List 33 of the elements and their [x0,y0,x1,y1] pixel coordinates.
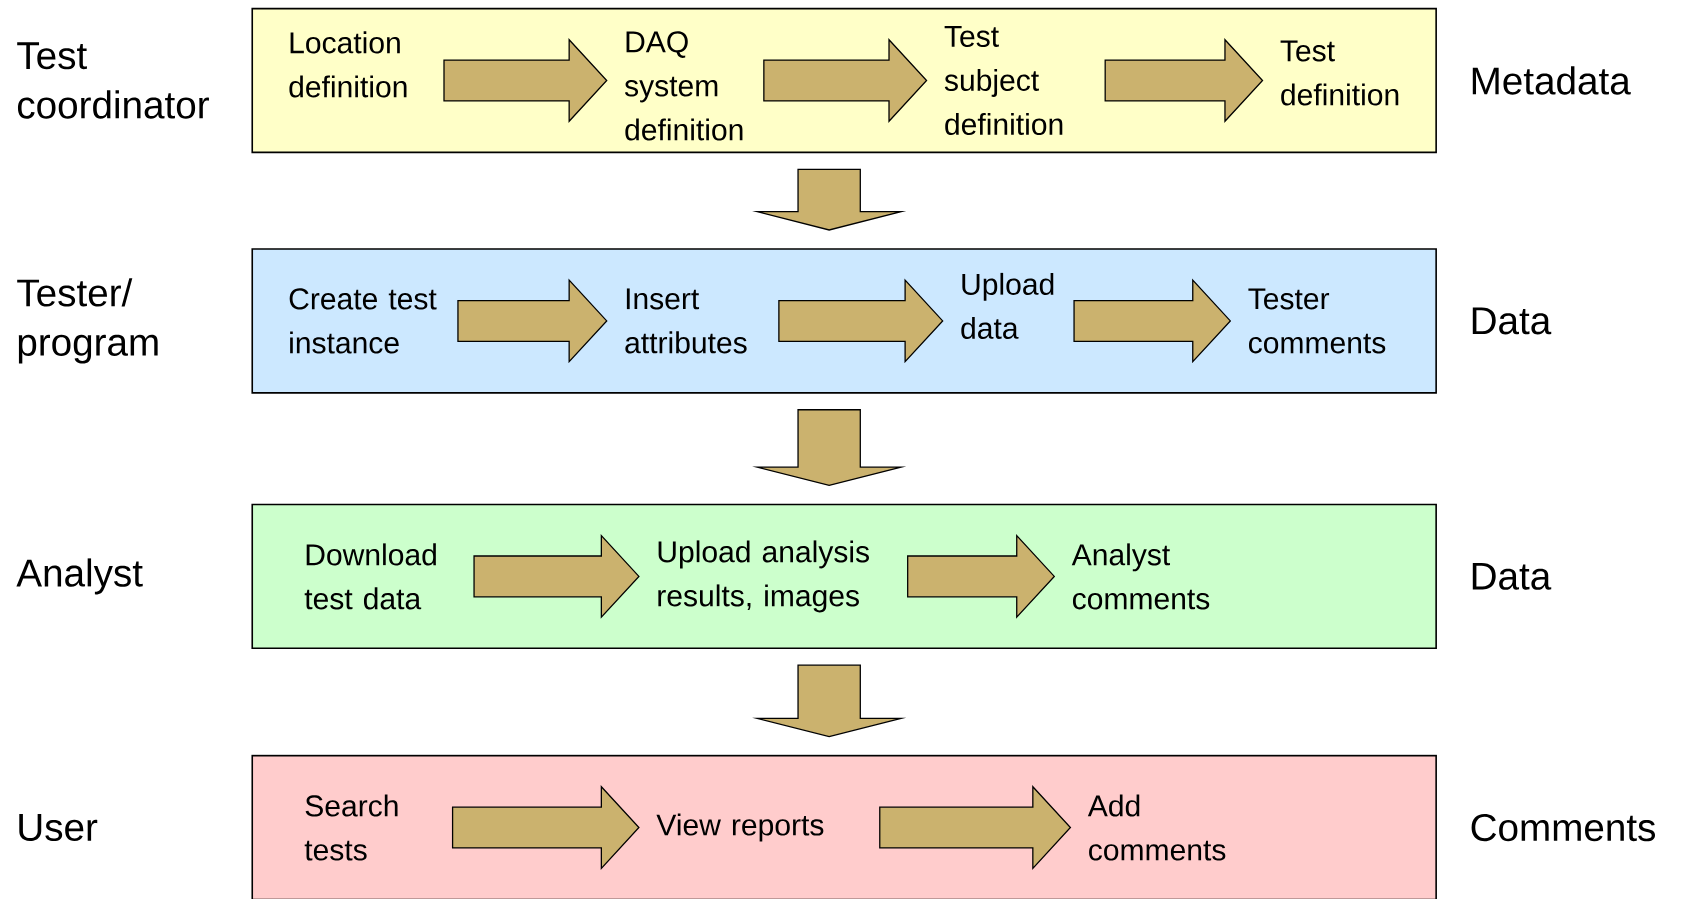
block-arrow [1073,278,1232,364]
step-text: Create test instance [289,288,437,354]
role-label: Test coordinator [17,42,209,119]
step-text: DAQ system definition [624,31,743,141]
step-text: Download test data [304,543,436,610]
step-text: Location definition [289,31,407,98]
category-label: Comments [1471,813,1656,841]
block-arrow [473,533,640,619]
block-arrow [752,168,907,231]
block-arrow [879,784,1072,870]
step-text: Upload analysis results, images [658,540,869,613]
step-text: View reports [656,813,824,842]
category-label: Data [1472,307,1552,335]
role-label: Tester/ program [17,278,158,364]
block-arrow [457,278,608,364]
step-text: Add comments [1087,794,1226,861]
step-text: Analyst comments [1071,543,1210,610]
step-text: Test subject definition [944,25,1063,135]
block-arrow [1104,37,1264,123]
block-arrow [907,533,1056,619]
step-text: Tester comments [1248,288,1386,354]
role-label: User [19,813,98,841]
category-label: Data [1472,562,1552,590]
block-arrow [778,278,944,364]
step-text: Insert attributes [625,288,747,354]
block-arrow [443,37,608,123]
block-arrow [763,37,928,123]
step-text: Test definition [1280,40,1399,106]
category-label: Metadata [1472,66,1631,95]
role-label: Analyst [16,558,143,595]
block-arrow [451,784,640,870]
step-text: Search tests [304,794,398,861]
step-text: Upload data [961,272,1054,339]
